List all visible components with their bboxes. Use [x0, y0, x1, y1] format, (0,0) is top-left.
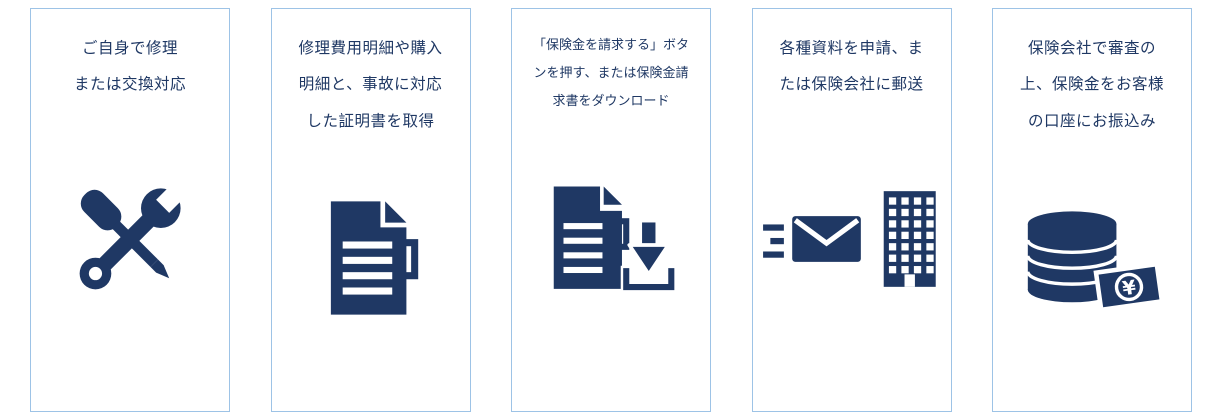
process-steps: ご自身で修理 または交換対応 — [30, 8, 1192, 412]
receipt-document-icon — [312, 140, 430, 393]
wrench-screwdriver-icon — [64, 104, 196, 393]
step-card-2: 修理費用明細や購入 明細と、事故に対応 した証明書を取得 — [270, 8, 471, 412]
step-card-3: 「保険金を請求する」ボタ ンを押す、または保険金請 求書をダウンロード — [511, 8, 711, 412]
step-card-5: 保険会社で審査の 上、保険金をお客様 の口座にお振込み ¥ — [992, 8, 1192, 412]
step-4-description: 各種資料を申請、ま たは保険会社に郵送 — [779, 40, 924, 94]
document-download-icon — [544, 115, 678, 393]
step-2-description: 修理費用明細や購入 明細と、事故に対応 した証明書を取得 — [298, 40, 443, 130]
svg-text:¥: ¥ — [1121, 275, 1138, 300]
step-card-1: ご自身で修理 または交換対応 — [30, 8, 230, 412]
step-1-description: ご自身で修理 または交換対応 — [73, 40, 186, 94]
step-3-description: 「保険金を請求する」ボタ ンを押す、または保険金請 求書をダウンロード — [532, 37, 689, 108]
step-5-description: 保険会社で審査の 上、保険金をお客様 の口座にお振込み — [1019, 40, 1164, 130]
mail-to-insurer-icon — [761, 104, 943, 393]
step-card-4: 各種資料を申請、ま たは保険会社に郵送 — [751, 8, 952, 412]
payout-coins-yen-icon: ¥ — [1021, 140, 1163, 393]
